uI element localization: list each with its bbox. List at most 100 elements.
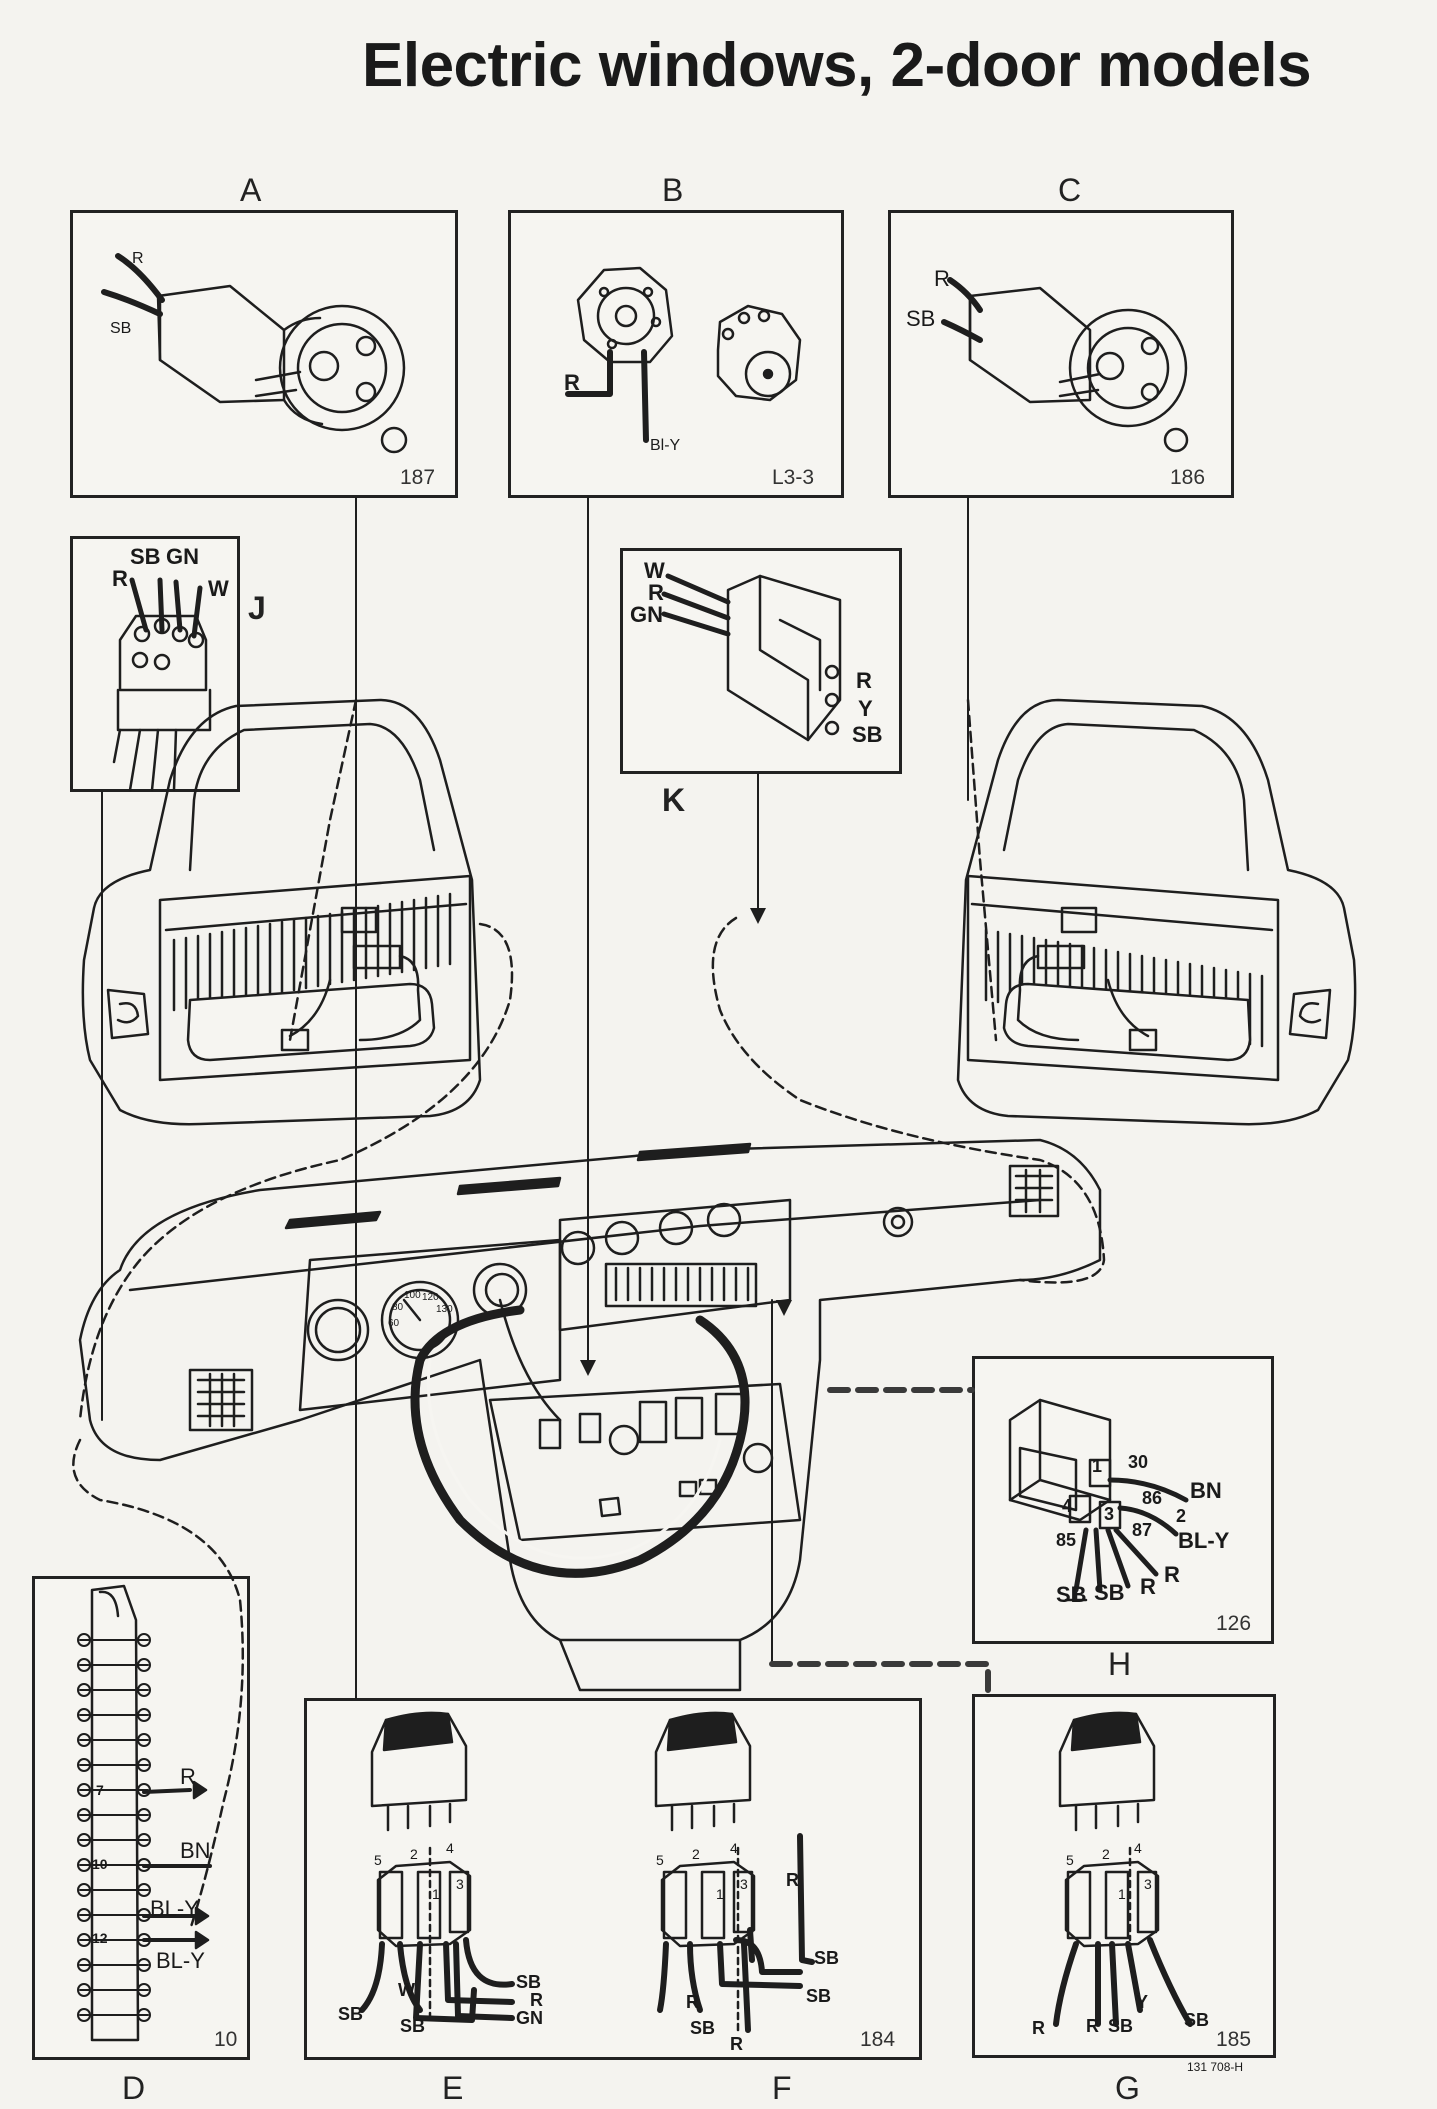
fuse-position-10: 10 bbox=[92, 1856, 108, 1872]
panel-b-wire-r: R bbox=[564, 370, 580, 395]
switch-f-pin-2: 2 bbox=[692, 1846, 700, 1862]
panel-b-wire-bly: Bl-Y bbox=[650, 437, 681, 454]
relay-pin-86: 86 bbox=[1142, 1488, 1163, 1508]
panel-c-wire-sb: SB bbox=[906, 306, 936, 331]
switch-e-pin-4: 4 bbox=[446, 1840, 454, 1856]
gauge-tick-100: 100 bbox=[404, 1290, 421, 1301]
fuse-block-illustration bbox=[77, 1584, 212, 2042]
relay-wire-bl-y: BL-Y bbox=[1178, 1528, 1230, 1553]
switch-f-pin-5: 5 bbox=[656, 1852, 664, 1868]
panel-b-letter: B bbox=[662, 172, 684, 208]
panel-c-wire-r: R bbox=[934, 266, 950, 291]
panel-a-letter: A bbox=[240, 172, 262, 208]
switch-f-wire-r-2: R bbox=[786, 1870, 799, 1890]
switch-g-wire-r-1: R bbox=[1032, 2018, 1045, 2038]
panel-a-wire-r: R bbox=[132, 250, 144, 267]
relay-h-illustration bbox=[1008, 1398, 1189, 1602]
panel-b-number: L3-3 bbox=[772, 466, 815, 489]
switch-f-illustration bbox=[654, 1711, 815, 2033]
panel-j-wire-r: R bbox=[112, 566, 128, 591]
switch-e-illustration bbox=[359, 1711, 515, 2023]
switch-g-pin-2: 2 bbox=[1102, 1846, 1110, 1862]
panel-j-wire-gn: GN bbox=[166, 544, 199, 569]
dashed-leads bbox=[72, 698, 1106, 1932]
panel-c-letter: C bbox=[1058, 172, 1082, 208]
panel-g-number: 185 bbox=[1216, 2028, 1252, 2051]
relay-pin-87: 87 bbox=[1132, 1520, 1153, 1540]
switch-f-pin-3: 3 bbox=[740, 1876, 748, 1892]
panel-f-letter: F bbox=[772, 2070, 792, 2106]
panel-k-letter: K bbox=[662, 782, 686, 818]
window-motor-a-illustration bbox=[101, 253, 408, 454]
switch-g-pin-1: 1 bbox=[1118, 1886, 1126, 1902]
panel-k-wire-gn: GN bbox=[630, 602, 663, 627]
switch-e-wire-sb-1: SB bbox=[338, 2004, 364, 2024]
switch-f-wire-sb-2: SB bbox=[814, 1948, 840, 1968]
switch-g-pin-3: 3 bbox=[1144, 1876, 1152, 1892]
switch-f-wire-sb-1: SB bbox=[690, 2018, 716, 2038]
panel-h-number: 126 bbox=[1216, 1612, 1252, 1635]
fuse-wire-bl-y-1: BL-Y bbox=[150, 1896, 199, 1921]
fuse-wire-bn: BN bbox=[180, 1838, 211, 1863]
gauge-tick-80: 80 bbox=[392, 1302, 404, 1313]
panel-j-letter: J bbox=[248, 590, 266, 626]
right-door-illustration bbox=[956, 698, 1357, 1126]
fuse-position-7: 7 bbox=[96, 1782, 104, 1798]
switch-e-pin-5: 5 bbox=[374, 1852, 382, 1868]
switch-g-wire-y: Y bbox=[1136, 1992, 1149, 2012]
switch-e-wire-gn: GN bbox=[516, 2008, 543, 2028]
relay-wire-r-1: R bbox=[1140, 1574, 1156, 1599]
connector-j-illustration bbox=[112, 577, 212, 792]
panel-j-wire-sb: SB bbox=[130, 544, 161, 569]
switch-f-pin-4: 4 bbox=[730, 1840, 738, 1856]
switch-f-wire-r-3: R bbox=[730, 2034, 743, 2054]
switch-e-wire-sb-3: SB bbox=[516, 1972, 542, 1992]
switch-f-wire-r-1: R bbox=[686, 1992, 699, 2012]
switch-g-pin-4: 4 bbox=[1134, 1840, 1142, 1856]
switch-f-wire-sb-3: SB bbox=[806, 1986, 832, 2006]
relay-pin-85: 85 bbox=[1056, 1530, 1077, 1550]
panel-c-number: 186 bbox=[1170, 466, 1206, 489]
page-title: Electric windows, 2-door models bbox=[362, 31, 1312, 100]
panel-k-wire-r-in: R bbox=[648, 580, 664, 605]
switch-e-pin-2: 2 bbox=[410, 1846, 418, 1862]
panel-a-number: 187 bbox=[400, 466, 436, 489]
connector-k-illustration bbox=[661, 573, 842, 742]
switch-g-wire-r-2: R bbox=[1086, 2016, 1099, 2036]
panel-k-wire-w: W bbox=[644, 558, 665, 583]
relay-wire-sb-1: SB bbox=[1056, 1582, 1087, 1607]
relay-pin-30: 30 bbox=[1128, 1452, 1149, 1472]
relay-pin-1: 1 bbox=[1092, 1456, 1103, 1476]
dashboard-illustration bbox=[78, 1138, 1102, 1692]
switch-e-pin-1: 1 bbox=[432, 1886, 440, 1902]
switch-f-pin-1: 1 bbox=[716, 1886, 724, 1902]
panel-g bbox=[972, 1694, 1276, 2058]
connection-lines bbox=[101, 497, 969, 1699]
switch-e-wire-w: W bbox=[398, 1980, 415, 2000]
switch-e-pin-3: 3 bbox=[456, 1876, 464, 1892]
relay-wire-r-2: R bbox=[1164, 1562, 1180, 1587]
panel-a bbox=[70, 210, 458, 498]
panel-h bbox=[972, 1356, 1274, 1644]
switch-g-wire-sb-2: SB bbox=[1184, 2010, 1210, 2030]
gauge-tick-130: 130 bbox=[436, 1304, 453, 1315]
panel-d-letter: D bbox=[122, 2070, 146, 2106]
panel-k-wire-y: Y bbox=[858, 696, 873, 721]
switch-g-wire-sb-1: SB bbox=[1108, 2016, 1134, 2036]
gauge-tick-120: 120 bbox=[422, 1292, 439, 1303]
ignition-switch-illustration bbox=[565, 266, 802, 443]
switch-e-wire-r: R bbox=[530, 1990, 543, 2010]
left-door-illustration bbox=[81, 698, 482, 1126]
panel-d bbox=[32, 1576, 250, 2060]
switch-g-illustration bbox=[1053, 1711, 1193, 2027]
window-motor-c-illustration bbox=[941, 277, 1189, 453]
relay-wire-bn: BN bbox=[1190, 1478, 1222, 1503]
switch-g-pin-5: 5 bbox=[1066, 1852, 1074, 1868]
panel-j-wire-w: W bbox=[208, 576, 229, 601]
switch-e-wire-sb-2: SB bbox=[400, 2016, 426, 2036]
panel-e-letter: E bbox=[442, 2070, 464, 2106]
panel-k-wire-sb: SB bbox=[852, 722, 883, 747]
fuse-position-12: 12 bbox=[92, 1930, 108, 1946]
panel-ef bbox=[304, 1698, 922, 2060]
